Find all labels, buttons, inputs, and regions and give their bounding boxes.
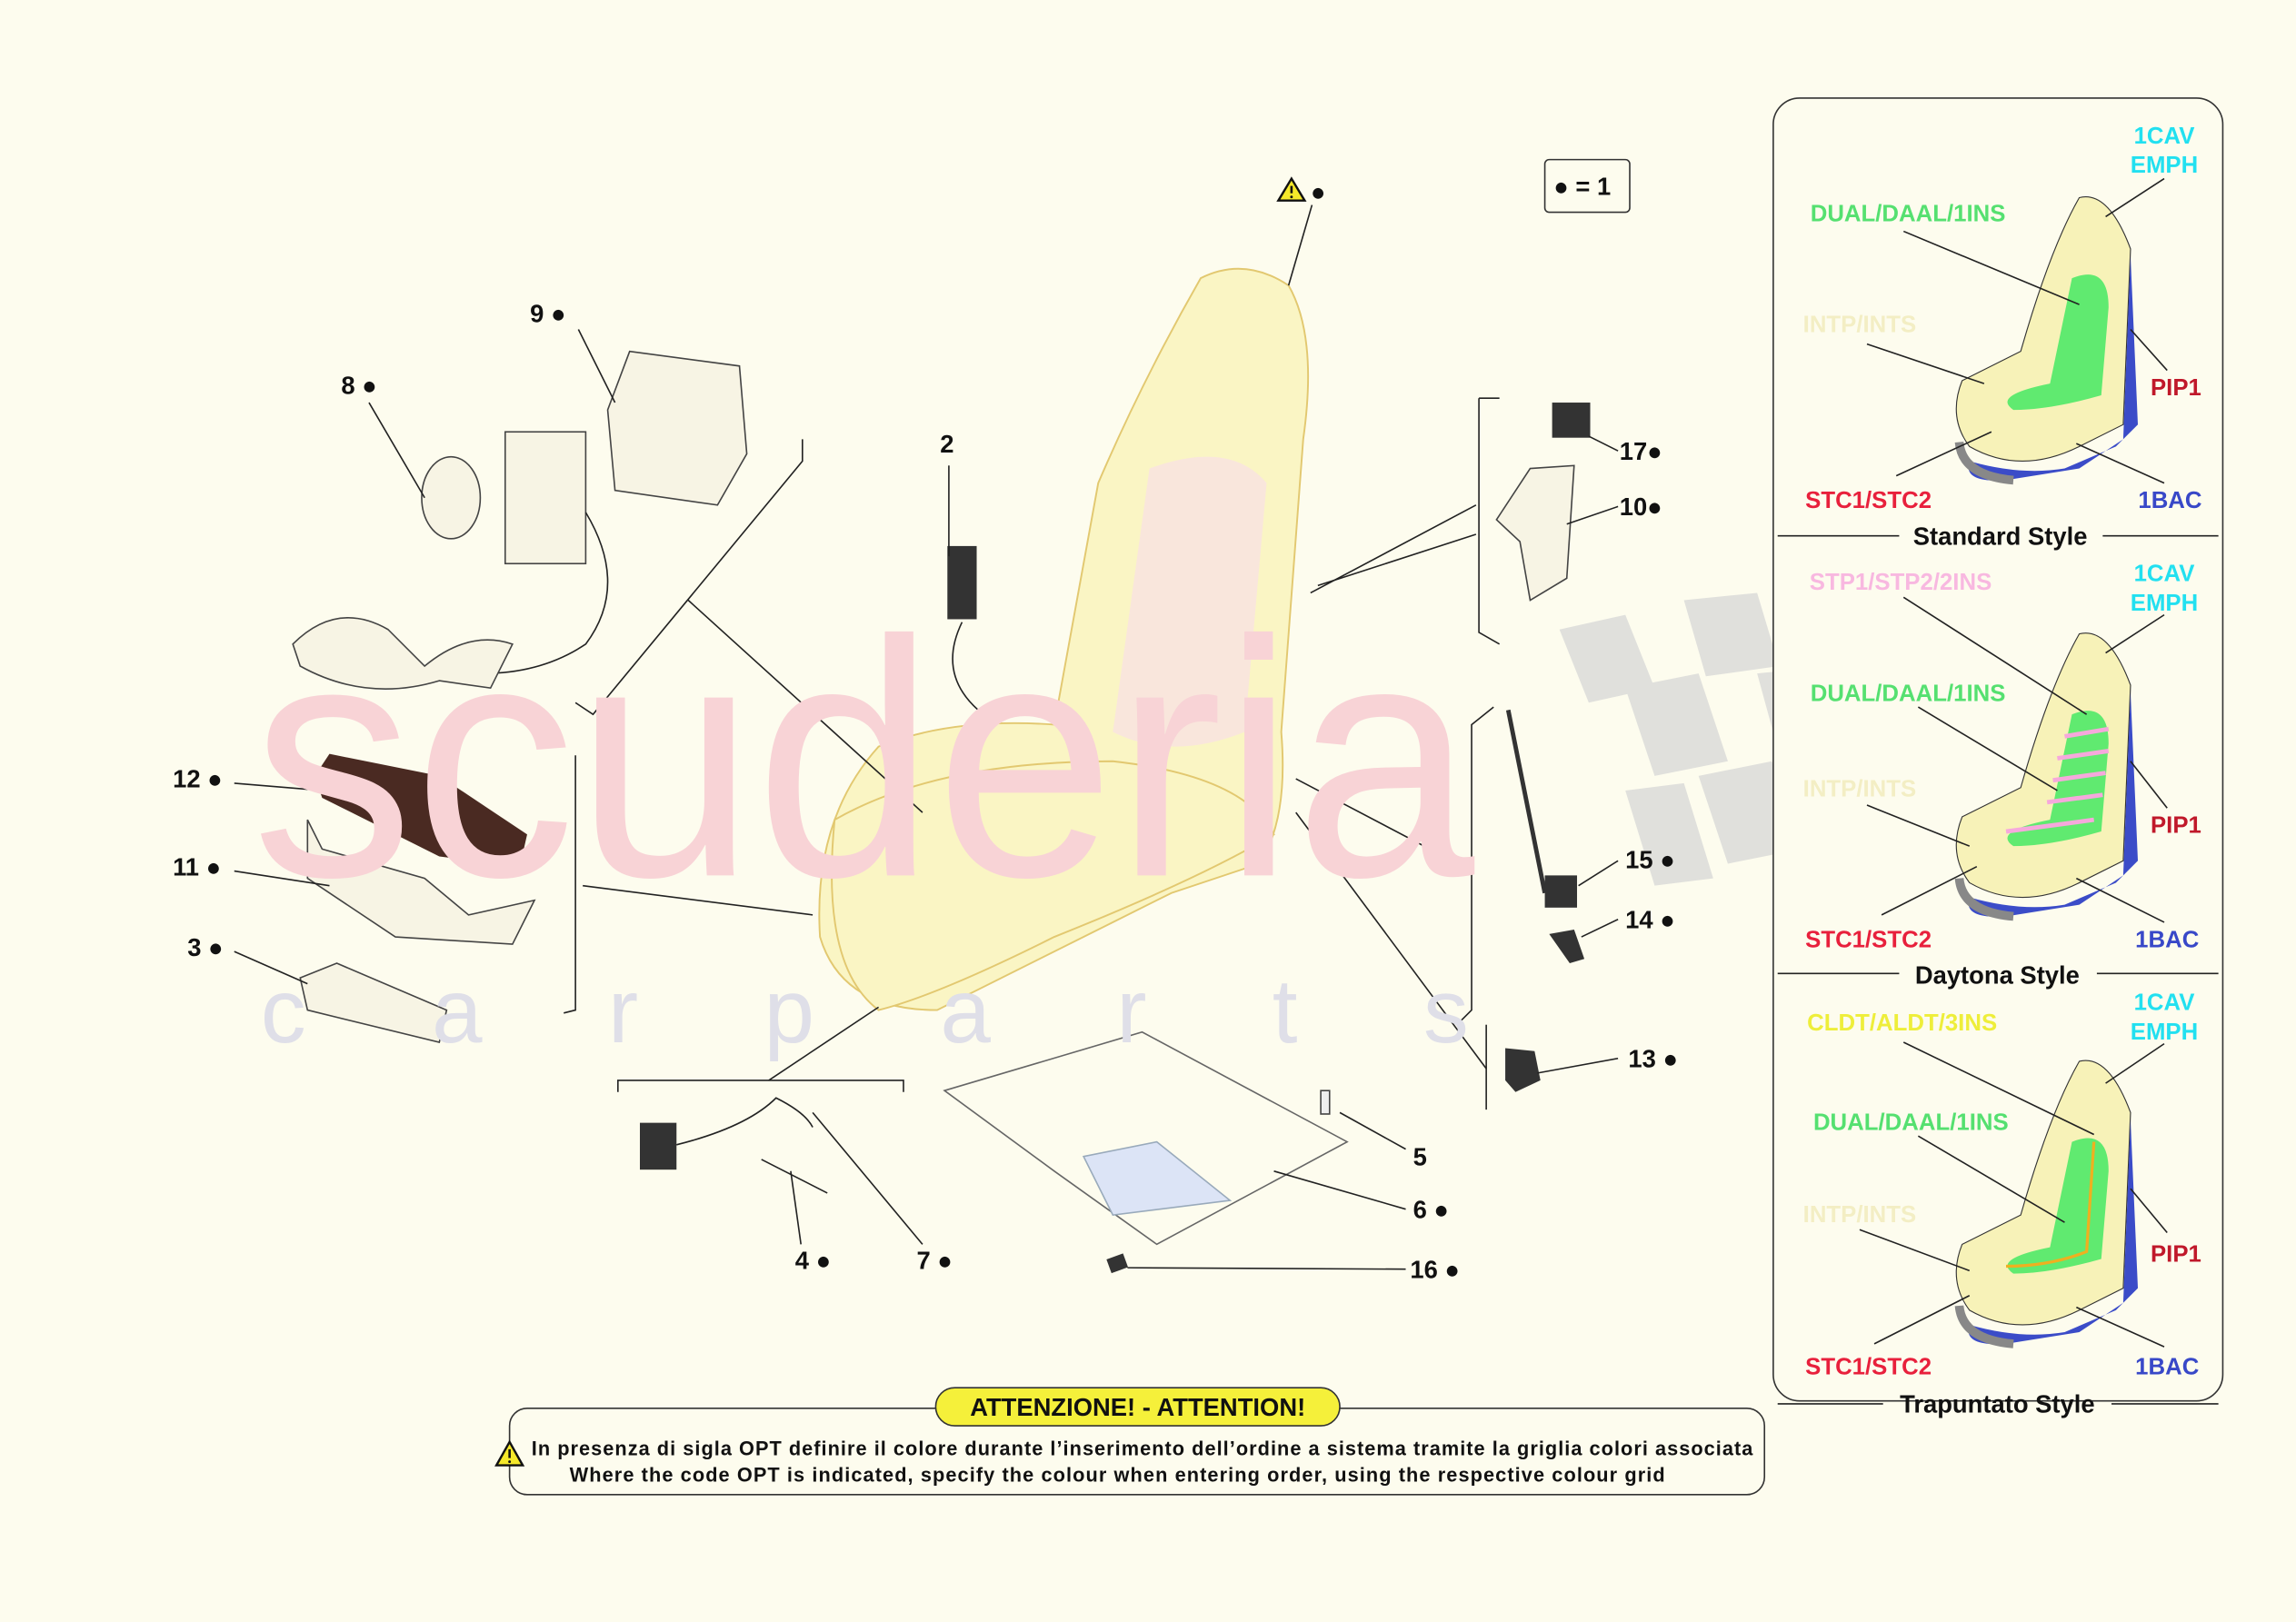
trapuntato-label-intp: INTP/INTS: [1803, 1202, 1917, 1228]
callout-16[interactable]: 16 ●: [1410, 1255, 1460, 1283]
seat-illustration: [818, 267, 1310, 1011]
trapuntato-label-dual: DUAL/DAAL/1INS: [1813, 1110, 2009, 1136]
part-8-seat-motor-assembly: [421, 431, 609, 674]
callout-9[interactable]: 9 ●: [530, 299, 565, 327]
quantity-legend: ● = 1: [1543, 158, 1631, 214]
trapuntato-label-1cav: 1CAV: [2134, 990, 2196, 1016]
trapuntato-label-stc: STC1/STC2: [1805, 1355, 1932, 1380]
callout-17[interactable]: 17●: [1620, 437, 1662, 465]
callout-8[interactable]: 8 ●: [341, 371, 376, 399]
daytona-label-emph: EMPH: [2131, 591, 2198, 616]
standard-label-1cav: 1CAV: [2134, 124, 2196, 149]
trapuntato-label-cldt: CLDT/ALDT/3INS: [1807, 1010, 1997, 1036]
part-harness-lumbar: [292, 617, 514, 690]
part-11-seat-module: [306, 819, 536, 945]
part-9-bracket-plate: [606, 350, 748, 506]
callout-10[interactable]: 10●: [1620, 493, 1662, 521]
part-2-seatbelt-buckle: [947, 545, 979, 711]
standard-label-1bac: 1BAC: [2138, 488, 2201, 513]
trapuntato-label-1bac: 1BAC: [2135, 1355, 2199, 1380]
part-7-wiring-harness: [639, 1097, 814, 1170]
style-panel: 1CAV EMPH DUAL/DAAL/1INS INTP/INTS PIP1 …: [1772, 97, 2224, 1418]
trapuntato-label-pip1: PIP1: [2151, 1242, 2201, 1268]
standard-style-seat: [1954, 196, 2139, 485]
callout-12[interactable]: 12 ●: [173, 765, 223, 793]
standard-label-pip1: PIP1: [2151, 375, 2201, 401]
attention-notice: ATTENZIONE! - ATTENTION! In presenza di …: [494, 1387, 1766, 1496]
standard-label-emph: EMPH: [2131, 153, 2198, 178]
part-14-bracket: [1549, 929, 1585, 964]
daytona-style-seat: [1954, 632, 2139, 921]
part-10-recliner-motor: [1495, 464, 1575, 602]
standard-style-title: Standard Style: [1913, 522, 2088, 550]
leader-lines: [234, 204, 1619, 1270]
daytona-label-pip1: PIP1: [2151, 813, 2201, 839]
warning-triangle-icon: [1276, 176, 1307, 202]
standard-label-dual: DUAL/DAAL/1INS: [1811, 201, 2006, 226]
callout-5[interactable]: 5: [1413, 1142, 1427, 1170]
part-13-cover: [1505, 1048, 1541, 1092]
part-15-rod: [1505, 709, 1578, 908]
callout-7[interactable]: 7 ●: [916, 1247, 952, 1275]
warning-marker: ●: [1276, 176, 1326, 206]
part-17-clip: [1552, 403, 1591, 438]
callout-14[interactable]: 14 ●: [1625, 905, 1675, 933]
attention-text-italian: In presenza di sigla OPT definire il col…: [532, 1437, 1753, 1459]
daytona-label-1bac: 1BAC: [2135, 927, 2199, 952]
warning-marker-dot: ●: [1311, 178, 1326, 206]
callout-4[interactable]: 4 ●: [795, 1247, 831, 1275]
part-12-heating-pad: [314, 753, 527, 867]
daytona-label-stp: STP1/STP2/2INS: [1810, 570, 1992, 595]
callout-11[interactable]: 11 ●: [173, 852, 221, 881]
standard-label-intp: INTP/INTS: [1803, 313, 1917, 338]
warning-triangle-icon: [494, 1439, 525, 1467]
daytona-label-stc: STC1/STC2: [1805, 927, 1932, 952]
trapuntato-style-title: Trapuntato Style: [1900, 1390, 2094, 1418]
attention-title: ATTENZIONE! - ATTENTION!: [970, 1393, 1305, 1421]
trapuntato-label-emph: EMPH: [2131, 1020, 2198, 1045]
daytona-label-intp: INTP/INTS: [1803, 776, 1917, 801]
callout-15[interactable]: 15 ●: [1625, 845, 1675, 873]
attention-text-english: Where the code OPT is indicated, specify…: [570, 1463, 1665, 1486]
part-4-sensor-cable: [761, 1159, 828, 1194]
callout-13[interactable]: 13 ●: [1628, 1044, 1678, 1072]
legend-label: ● = 1: [1553, 172, 1611, 200]
callout-3[interactable]: 3 ●: [187, 933, 223, 961]
daytona-label-dual: DUAL/DAAL/1INS: [1811, 682, 2006, 707]
daytona-label-1cav: 1CAV: [2134, 562, 2196, 587]
trapuntato-style-seat: [1954, 1060, 2139, 1348]
callout-6[interactable]: 6 ●: [1413, 1195, 1449, 1223]
standard-label-stc: STC1/STC2: [1805, 488, 1932, 513]
callout-2[interactable]: 2: [940, 430, 953, 458]
part-3-control-unit: [299, 962, 448, 1044]
daytona-style-title: Daytona Style: [1915, 961, 2080, 990]
part-5-6-seat-rail-frame: [943, 1030, 1349, 1274]
